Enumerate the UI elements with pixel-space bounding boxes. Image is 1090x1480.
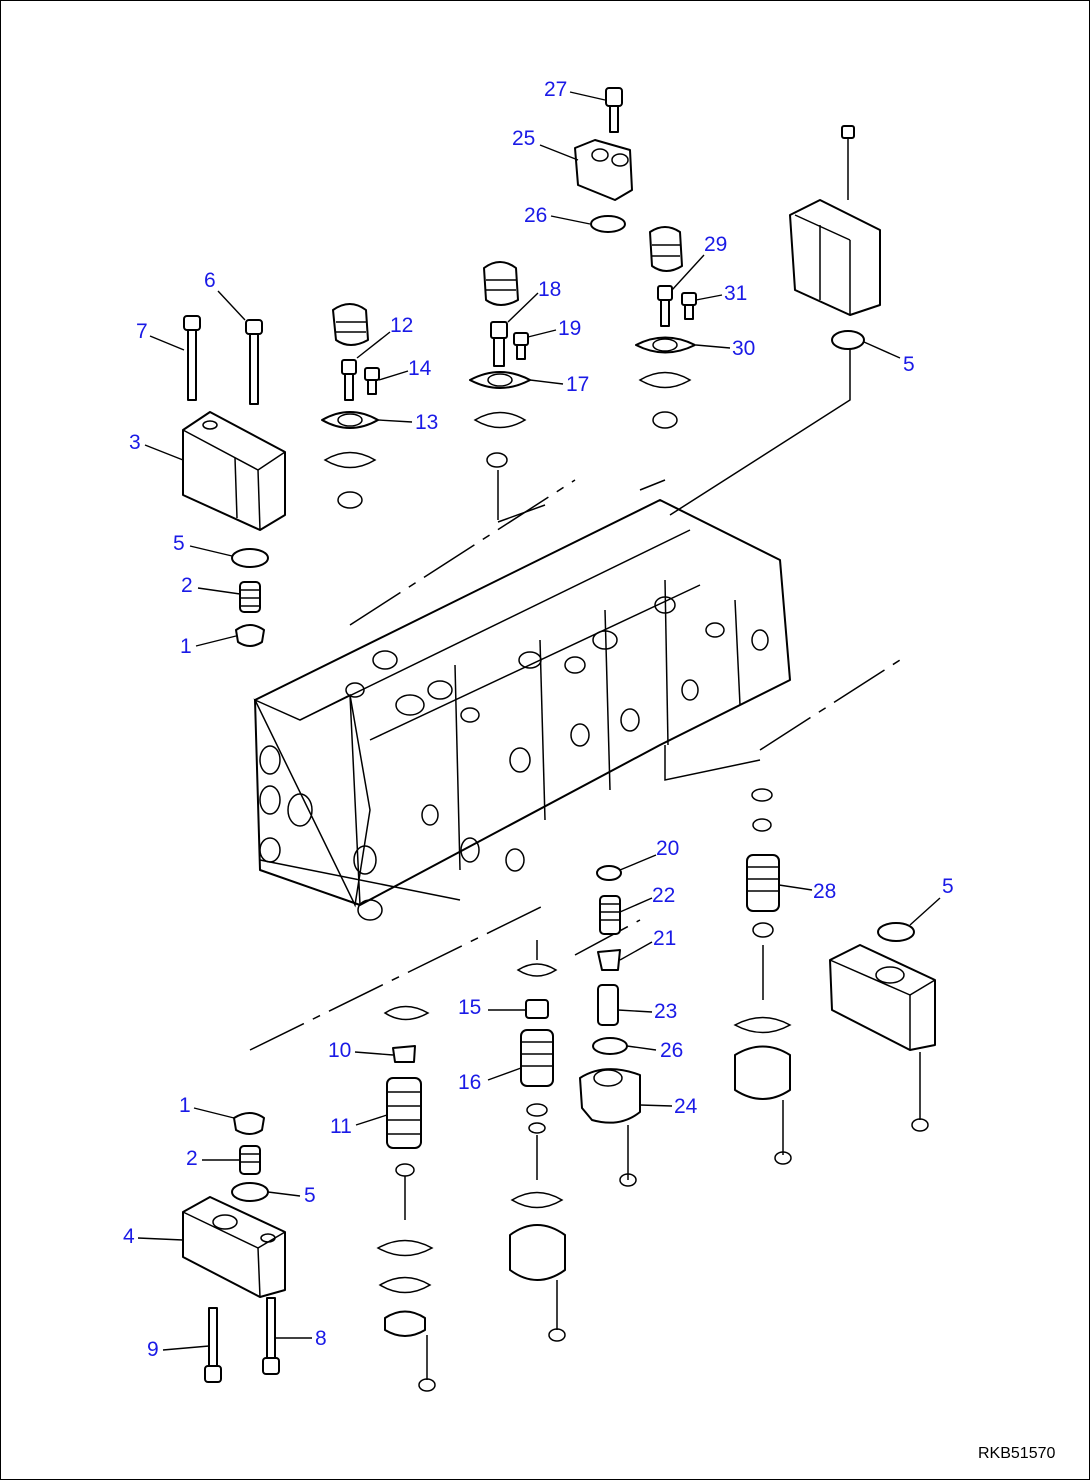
right-lower-block	[829, 922, 936, 1132]
callout-16: 16	[458, 1071, 481, 1094]
callout-19: 19	[558, 317, 581, 340]
callout-15: 15	[458, 996, 481, 1019]
drawing-code: RKB51570	[978, 1445, 1055, 1462]
valve-column-10-11	[376, 1005, 436, 1392]
part-1-plug-upper	[235, 624, 265, 647]
callout-3: 3	[129, 431, 141, 454]
part-25-cap	[574, 139, 633, 201]
callout-27: 27	[544, 78, 567, 101]
valve-column-29-31	[635, 226, 697, 429]
callout-28: 28	[813, 880, 836, 903]
callout-5: 5	[173, 532, 185, 555]
callout-8: 8	[315, 1327, 327, 1350]
part-4-block	[182, 1196, 286, 1298]
part-27-bolt	[605, 87, 623, 133]
callout-25: 25	[512, 127, 535, 150]
callout-11: 11	[330, 1115, 352, 1138]
callout-31: 31	[724, 282, 747, 305]
callout-24: 24	[674, 1095, 698, 1118]
callout-4: 4	[123, 1225, 135, 1248]
callout-26: 26	[660, 1039, 683, 1062]
part-2-spring-upper	[239, 581, 261, 613]
callout-13: 13	[415, 411, 438, 434]
callout-7: 7	[136, 320, 148, 343]
callout-12: 12	[390, 314, 413, 337]
callout-22: 22	[652, 884, 675, 907]
callout-26: 26	[524, 204, 547, 227]
callout-5: 5	[942, 875, 954, 898]
valve-column-28	[733, 788, 792, 1165]
center-lines	[249, 345, 901, 1051]
part-2-spring-lower	[239, 1145, 261, 1175]
callout-5: 5	[304, 1184, 316, 1207]
callout-18: 18	[538, 278, 561, 301]
callout-14: 14	[408, 357, 432, 380]
part-5-o-ring-lower	[231, 1182, 269, 1202]
callout-9: 9	[147, 1338, 159, 1361]
callout-2: 2	[186, 1147, 198, 1170]
callout-2: 2	[181, 574, 193, 597]
part-26-o-ring	[590, 215, 626, 233]
part-1-plug-lower	[233, 1112, 265, 1135]
part-9-bolt	[204, 1307, 222, 1383]
callout-1: 1	[180, 635, 192, 658]
main-valve-body	[253, 499, 791, 921]
callout-10: 10	[328, 1039, 351, 1062]
part-8-bolt	[262, 1297, 280, 1375]
valve-column-15-16	[509, 940, 566, 1342]
callout-5: 5	[903, 353, 915, 376]
callout-labels: 27 25 26 29 31 30 5 18 19 17 6 7 12 14 1…	[123, 78, 954, 1361]
part-5-o-ring-left	[231, 548, 269, 568]
part-3-block	[182, 315, 286, 531]
right-upper-block	[789, 125, 881, 350]
callout-20: 20	[656, 837, 679, 860]
callout-6: 6	[204, 269, 216, 292]
callout-21: 21	[653, 927, 676, 950]
callout-1: 1	[179, 1094, 191, 1117]
valve-column-17-19	[469, 261, 531, 468]
leader-lines	[137, 91, 941, 1351]
callout-17: 17	[566, 373, 589, 396]
valve-column-12-14	[321, 303, 380, 509]
callout-30: 30	[732, 337, 755, 360]
callout-29: 29	[704, 233, 727, 256]
lower-column-20-24	[579, 865, 641, 1187]
callout-23: 23	[654, 1000, 677, 1023]
